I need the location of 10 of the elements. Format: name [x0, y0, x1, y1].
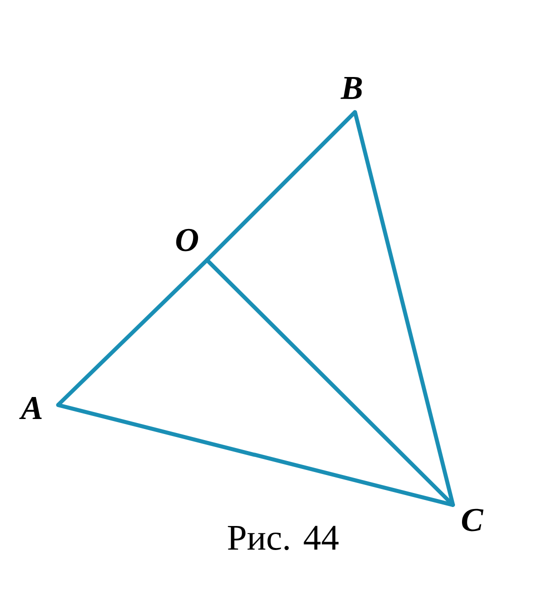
triangle-side [205, 110, 357, 262]
point-label: A [19, 397, 42, 419]
figure-caption: Рис. 44 [228, 526, 339, 550]
point-label: C [462, 508, 484, 532]
point-label: O [176, 228, 198, 252]
point-label: B [340, 77, 362, 99]
triangle-side [205, 258, 455, 507]
triangle-side [353, 110, 455, 507]
triangle-side [56, 258, 209, 407]
triangle-side [56, 403, 455, 507]
